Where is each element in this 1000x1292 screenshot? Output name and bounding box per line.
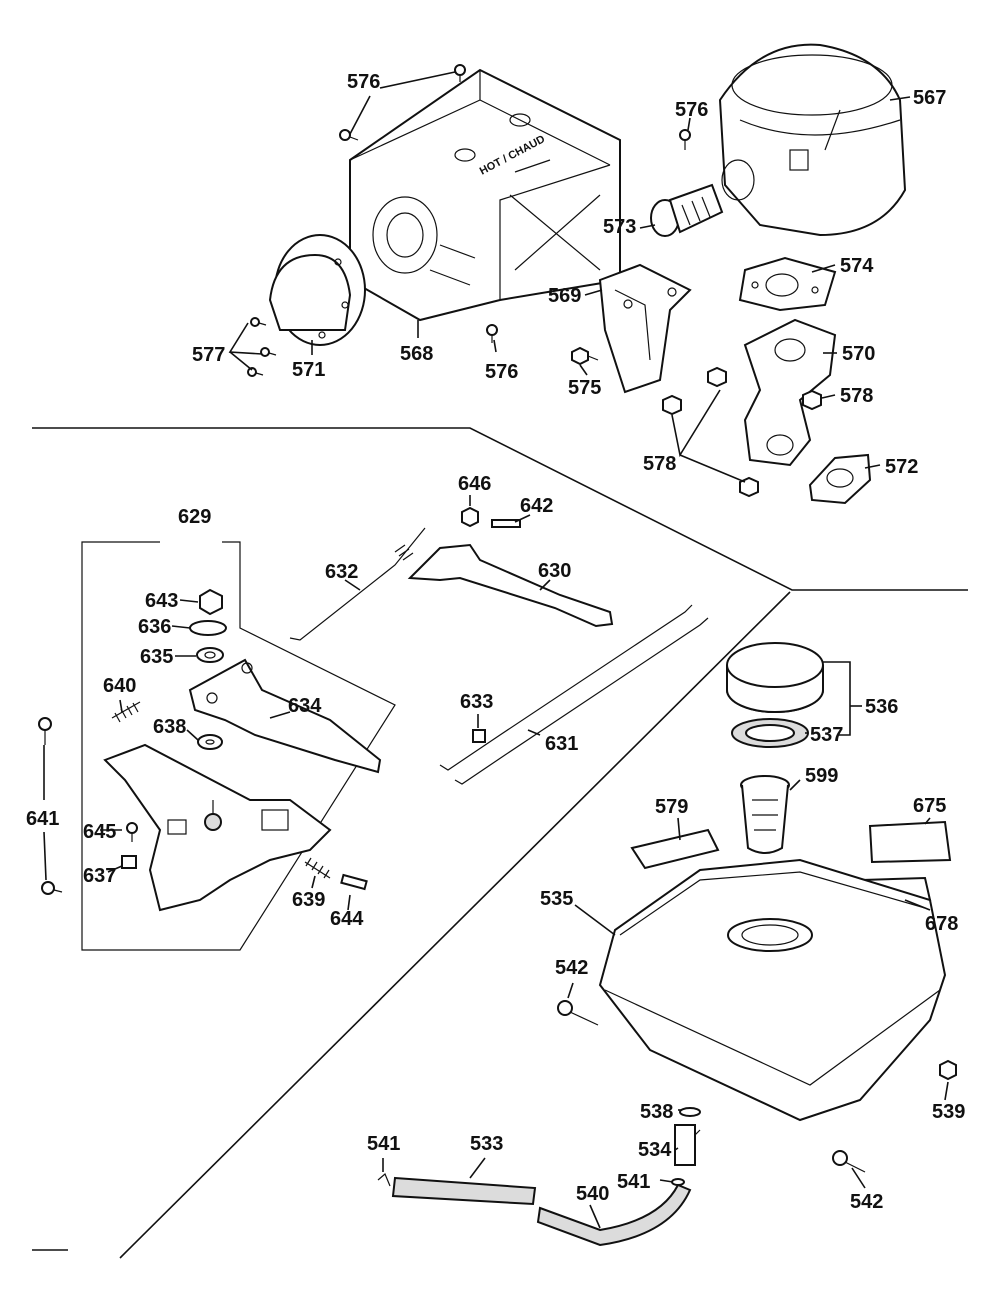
label-542-bottom: 542 [850,1191,883,1213]
label-576-bottom: 576 [485,361,518,383]
label-578-bottom: 578 [643,453,676,475]
label-646: 646 [458,473,491,495]
label-629: 629 [178,506,211,528]
label-571: 571 [292,359,325,381]
label-569: 569 [548,285,581,307]
label-577: 577 [192,344,225,366]
label-572: 572 [885,456,918,478]
label-675: 675 [913,795,946,817]
label-537: 537 [810,724,843,746]
control-base-plate [103,743,332,912]
label-534: 534 [638,1139,672,1161]
label-638: 638 [153,716,186,738]
label-678: 678 [925,913,958,935]
label-634: 634 [288,695,322,717]
label-639: 639 [292,889,325,911]
label-573: 573 [603,216,636,238]
label-640: 640 [103,675,136,697]
gasket-574 [738,256,837,312]
linkage-rods [289,527,709,785]
label-535: 535 [540,888,573,910]
muffler-567 [718,43,907,237]
label-643: 643 [145,590,178,612]
fuel-strainer-599 [740,775,790,854]
label-567: 567 [913,87,946,109]
label-579: 579 [655,796,688,818]
label-635: 635 [140,646,173,668]
part-number-labels: 576 567 576 573 574 569 570 575 578 578 … [26,71,965,1213]
section-dividers [32,427,968,1259]
label-599: 599 [805,765,838,787]
label-632: 632 [325,561,358,583]
fuel-line-parts [377,1000,957,1247]
label-536: 536 [865,696,898,718]
label-542-left: 542 [555,957,588,979]
label-539: 539 [932,1101,965,1123]
fuel-tank-535 [598,858,947,1122]
label-541-left: 541 [367,1133,400,1155]
label-633: 633 [460,691,493,713]
exhaust-pipe-573 [650,183,724,237]
small-parts-629 [38,588,368,895]
label-576-right: 576 [675,99,708,121]
label-578-right: 578 [840,385,873,407]
label-574: 574 [840,255,874,277]
label-570: 570 [842,343,875,365]
bolts-top-section [247,64,691,377]
leader-lines [43,71,949,1229]
muffler-bracket-569 [598,263,692,394]
control-lever-634 [188,658,382,774]
label-538: 538 [640,1101,673,1123]
muffler-guard-568: HOT / CHAUD [349,68,621,322]
nuts-578 [662,366,822,498]
exhaust-outlet-571 [268,234,366,346]
fuel-cap-536 [726,642,824,713]
throttle-arm-630 [407,543,614,628]
label-631: 631 [545,733,578,755]
fasteners-646-642 [461,506,521,528]
label-540: 540 [576,1183,609,1205]
cap-gasket-537 [731,718,809,748]
label-641: 641 [26,808,59,830]
gasket-572 [808,453,872,505]
label-576-top: 576 [347,71,380,93]
label-642: 642 [520,495,553,517]
label-575: 575 [568,377,601,399]
label-541-right: 541 [617,1171,650,1193]
label-637: 637 [83,865,116,887]
label-568: 568 [400,343,433,365]
label-645: 645 [83,821,116,843]
label-533: 533 [470,1133,503,1155]
label-636: 636 [138,616,171,638]
label-630: 630 [538,560,571,582]
exhaust-elbow-570 [743,318,837,467]
label-644: 644 [330,908,364,930]
